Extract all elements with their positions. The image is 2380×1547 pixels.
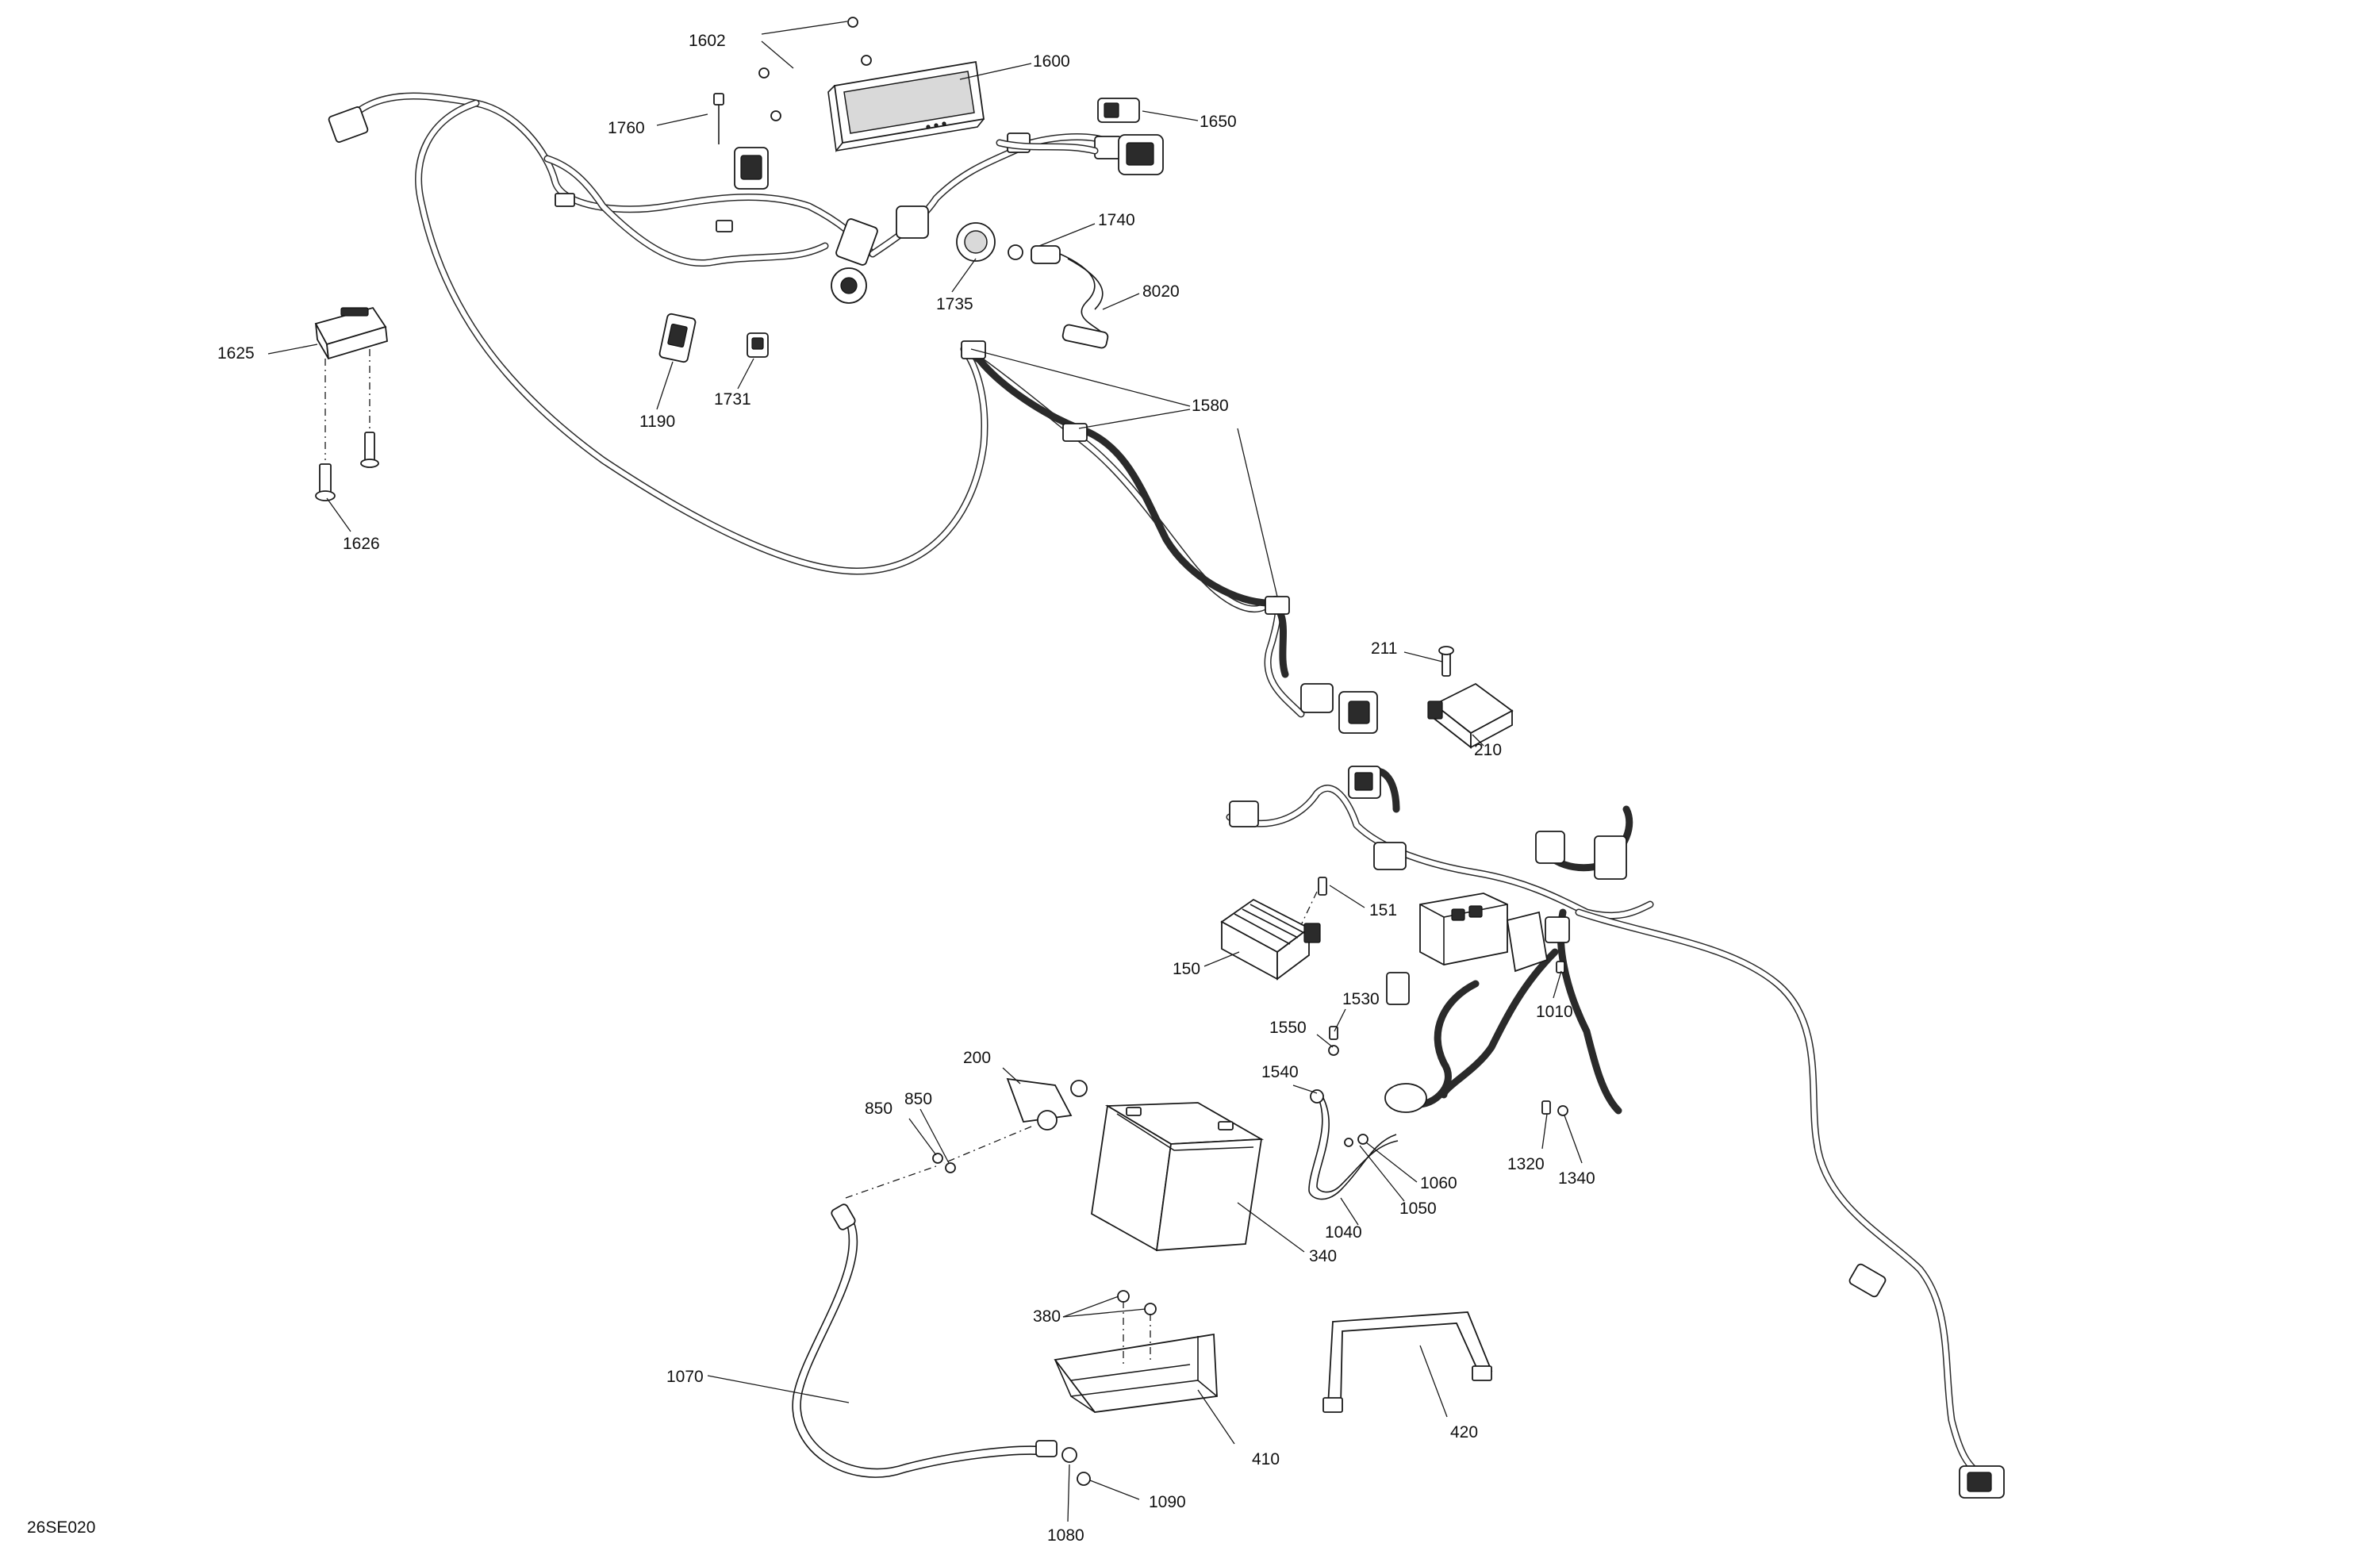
callout-1050: 1050 bbox=[1399, 1200, 1437, 1218]
callout-1090: 1090 bbox=[1149, 1493, 1186, 1511]
switch-1190 bbox=[658, 313, 697, 363]
mid-harness bbox=[961, 340, 1378, 734]
callout-1070: 1070 bbox=[666, 1368, 704, 1386]
connector-1760 bbox=[713, 93, 769, 190]
callout-410: 410 bbox=[1252, 1450, 1280, 1468]
callout-1540: 1540 bbox=[1261, 1063, 1299, 1081]
callout-1530: 1530 bbox=[1342, 990, 1380, 1008]
callout-1625: 1625 bbox=[217, 344, 255, 363]
callout-1060: 1060 bbox=[1420, 1174, 1457, 1192]
regulator-150 bbox=[1220, 877, 1327, 981]
callout-1080: 1080 bbox=[1047, 1526, 1084, 1543]
module-210 bbox=[1427, 646, 1514, 749]
callout-1010: 1010 bbox=[1536, 1003, 1573, 1021]
callout-850-b: 850 bbox=[904, 1090, 932, 1108]
front-wiring-harness bbox=[328, 92, 1305, 718]
callout-1740: 1740 bbox=[1098, 211, 1135, 229]
callout-1731: 1731 bbox=[714, 390, 751, 409]
callout-380: 380 bbox=[1033, 1307, 1061, 1326]
callout-340: 340 bbox=[1309, 1247, 1337, 1265]
display-screws bbox=[758, 17, 872, 121]
callout-1626: 1626 bbox=[343, 535, 380, 553]
callout-labels: 1602 1600 1760 1650 1740 1735 8020 1625 … bbox=[217, 32, 1595, 1545]
callout-210: 210 bbox=[1474, 741, 1502, 759]
callout-1650: 1650 bbox=[1200, 113, 1237, 131]
rear-harness bbox=[1226, 766, 2005, 1499]
callout-1320: 1320 bbox=[1507, 1155, 1545, 1173]
ignition-switch bbox=[956, 222, 1109, 349]
module-1625 bbox=[314, 306, 388, 501]
battery-340 bbox=[1091, 1102, 1265, 1252]
callout-1580: 1580 bbox=[1192, 397, 1229, 415]
display-panel bbox=[827, 60, 985, 152]
callout-211: 211 bbox=[1371, 639, 1397, 658]
callout-200: 200 bbox=[963, 1049, 991, 1067]
callout-1550: 1550 bbox=[1269, 1019, 1307, 1037]
battery-tray-410 bbox=[1054, 1290, 1218, 1413]
callout-1340: 1340 bbox=[1558, 1169, 1595, 1188]
callout-1760: 1760 bbox=[608, 119, 645, 137]
battery-strap-420 bbox=[1322, 1311, 1493, 1413]
callout-1602: 1602 bbox=[689, 32, 726, 50]
callout-151: 151 bbox=[1369, 901, 1397, 919]
starter-relay-200 bbox=[932, 1077, 1088, 1173]
switch-1731 bbox=[747, 332, 769, 358]
callout-1190: 1190 bbox=[639, 413, 675, 431]
connector-1650 bbox=[996, 98, 1164, 175]
callout-1040: 1040 bbox=[1325, 1223, 1362, 1242]
callout-1600: 1600 bbox=[1033, 52, 1070, 71]
leader-lines bbox=[267, 21, 1583, 1522]
callout-420: 420 bbox=[1450, 1423, 1478, 1441]
callout-150: 150 bbox=[1173, 960, 1200, 978]
callout-8020: 8020 bbox=[1142, 282, 1180, 301]
battery-cable-1040 bbox=[1308, 1026, 1568, 1200]
diagram-code: 26SE020 bbox=[27, 1518, 95, 1537]
callout-850-a: 850 bbox=[865, 1100, 892, 1118]
battery-cable-1070 bbox=[792, 1165, 1091, 1486]
callout-1735: 1735 bbox=[936, 295, 973, 313]
